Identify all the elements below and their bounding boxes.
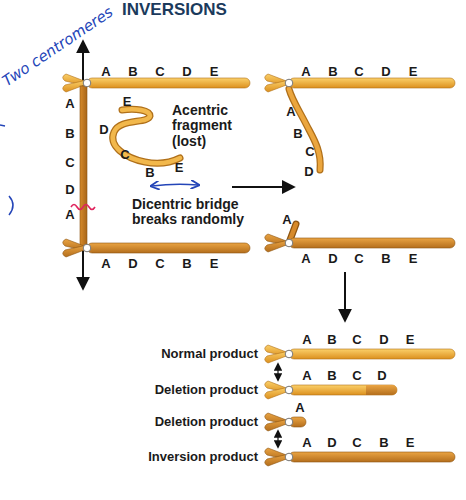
gene-letter: E bbox=[409, 65, 418, 80]
gene-letter: E bbox=[406, 333, 415, 348]
pair-arrow bbox=[277, 364, 278, 380]
gene-letter: A bbox=[302, 369, 311, 384]
gene-letter: D bbox=[65, 183, 74, 198]
gene-letter: E bbox=[175, 161, 184, 176]
diagram-title: INVERSIONS bbox=[122, 0, 227, 20]
acentric-fragment bbox=[113, 109, 180, 163]
gene-letter: C bbox=[352, 436, 361, 451]
callout-label: Acentric fragment (lost) bbox=[172, 103, 252, 149]
step-arrow bbox=[232, 186, 293, 188]
handwritten-note: Two centromeres bbox=[0, 4, 116, 91]
product-label: Deletion product bbox=[155, 383, 258, 398]
chromosome bbox=[63, 239, 250, 257]
gene-letter: D bbox=[379, 333, 388, 348]
gene-letter: B bbox=[379, 436, 388, 451]
gene-letter: C bbox=[352, 369, 361, 384]
gene-letter: B bbox=[65, 127, 74, 142]
gene-letter: D bbox=[182, 65, 191, 80]
product-label: Deletion product bbox=[155, 415, 258, 430]
gene-letter: A bbox=[65, 97, 74, 112]
gene-letter: D bbox=[128, 257, 137, 272]
callout-label: Dicentric bridge breaks randomly bbox=[132, 197, 284, 228]
gene-letter: A bbox=[282, 213, 291, 228]
gene-letter: C bbox=[354, 65, 363, 80]
gene-letter: E bbox=[406, 436, 415, 451]
gene-letter: A bbox=[302, 436, 311, 451]
gene-letter: D bbox=[328, 252, 337, 267]
gene-letter: B bbox=[381, 252, 390, 267]
pen-mark bbox=[0, 125, 5, 126]
gene-letter: D bbox=[99, 123, 108, 138]
dicentric-bridge bbox=[80, 86, 87, 246]
chromosome bbox=[265, 224, 455, 252]
gene-letter: C bbox=[155, 65, 164, 80]
pair-arrow bbox=[277, 431, 278, 447]
gene-letter: C bbox=[354, 252, 363, 267]
gene-letter: A bbox=[65, 208, 74, 223]
gene-letter: B bbox=[328, 65, 337, 80]
chromosome bbox=[265, 413, 306, 431]
gene-letter: B bbox=[128, 65, 137, 80]
gene-letter: A bbox=[286, 105, 295, 120]
chromosome bbox=[265, 381, 397, 399]
gene-letter: C bbox=[352, 333, 361, 348]
gene-letter: A bbox=[302, 333, 311, 348]
gene-letter: B bbox=[293, 127, 302, 142]
gene-letter: B bbox=[182, 257, 191, 272]
product-label: Inversion product bbox=[148, 450, 258, 465]
gene-letter: A bbox=[301, 252, 310, 267]
gene-letter: B bbox=[145, 166, 154, 181]
product-label: Normal product bbox=[161, 347, 258, 362]
centromere bbox=[83, 244, 91, 252]
gene-letter: B bbox=[327, 369, 336, 384]
gene-letter: C bbox=[120, 148, 129, 163]
gene-letter: C bbox=[305, 145, 314, 160]
pen-arrow bbox=[152, 184, 198, 186]
gene-letter: C bbox=[65, 156, 74, 171]
pen-mark bbox=[9, 196, 13, 215]
centromere bbox=[83, 79, 91, 87]
gene-letter: A bbox=[301, 65, 310, 80]
chromosome bbox=[265, 448, 455, 466]
step-arrow bbox=[344, 272, 346, 320]
gene-letter: A bbox=[295, 401, 304, 416]
gene-letter: E bbox=[123, 95, 132, 110]
gene-letter: D bbox=[327, 436, 336, 451]
gene-letter: A bbox=[101, 65, 110, 80]
gene-letter: A bbox=[101, 257, 110, 272]
chromosome bbox=[265, 74, 455, 170]
gene-letter: D bbox=[304, 165, 313, 180]
gene-letter: E bbox=[210, 257, 219, 272]
gene-letter: D bbox=[377, 369, 386, 384]
gene-letter: C bbox=[155, 257, 164, 272]
gene-letter: E bbox=[409, 252, 418, 267]
chromosome bbox=[265, 345, 455, 363]
gene-letter: B bbox=[327, 333, 336, 348]
gene-letter: D bbox=[381, 65, 390, 80]
gene-letter: E bbox=[210, 65, 219, 80]
